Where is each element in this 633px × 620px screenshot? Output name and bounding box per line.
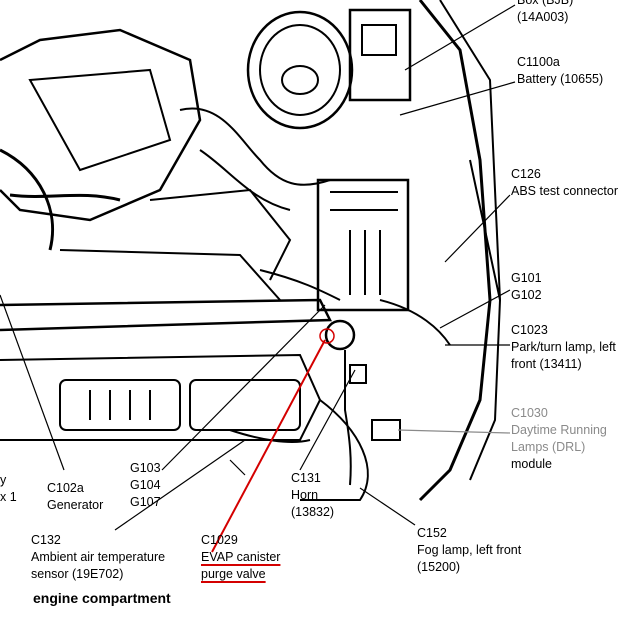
- c126-desc: ABS test connector: [511, 184, 619, 198]
- label-c1023: C1023 Park/turn lamp, left front (13411): [511, 322, 616, 373]
- engine-illustration: [0, 0, 502, 502]
- c132-desc1: Ambient air temperature: [31, 550, 166, 564]
- label-c126: C126 ABS test connector: [511, 166, 618, 200]
- left-partial-2: x 1: [0, 490, 17, 504]
- c1030-desc3: module: [511, 457, 552, 471]
- label-c102a: C102a Generator: [47, 480, 103, 514]
- label-c1100a: C1100a Battery (10655): [517, 54, 603, 88]
- label-g101-g102: G101 G102: [511, 270, 542, 304]
- g102: G102: [511, 288, 542, 302]
- label-g103-g107: G103 G104 G107: [130, 460, 161, 511]
- c1029-desc2: purge valve: [201, 567, 266, 581]
- c152-id: C152: [417, 526, 447, 540]
- drl-leader-line: [397, 429, 511, 434]
- label-c152: C152 Fog lamp, left front (15200): [417, 525, 521, 576]
- c131-part: (13832): [291, 505, 335, 519]
- c152-part: (15200): [417, 560, 461, 574]
- label-c131: C131 Horn (13832): [291, 470, 334, 521]
- c132-id: C132: [31, 533, 61, 547]
- evap-highlight-line: [211, 339, 326, 553]
- bjb-part: (14A003): [517, 10, 569, 24]
- c1030-desc2: Lamps (DRL): [511, 440, 586, 454]
- label-c1029: C1029 EVAP canister purge valve: [201, 532, 280, 583]
- label-left-partial: y x 1: [0, 472, 17, 506]
- evap-highlight-ring: [319, 328, 335, 344]
- label-c1030: C1030 Daytime Running Lamps (DRL) module: [511, 405, 607, 473]
- c1023-id: C1023: [511, 323, 548, 337]
- c1023-desc1: Park/turn lamp, left: [511, 340, 616, 354]
- c102a-id: C102a: [47, 481, 84, 495]
- c1029-desc1: EVAP canister: [201, 550, 281, 564]
- c1100a-desc: Battery (10655): [517, 72, 604, 86]
- bjb-name: Box (BJB): [517, 0, 574, 7]
- c131-desc: Horn: [291, 488, 319, 502]
- c126-id: C126: [511, 167, 541, 181]
- label-c132: C132 Ambient air temperature sensor (19E…: [31, 532, 165, 583]
- c152-desc: Fog lamp, left front: [417, 543, 522, 557]
- c131-id: C131: [291, 471, 321, 485]
- c1030-desc1: Daytime Running: [511, 423, 607, 437]
- c1023-desc2: front (13411): [511, 357, 582, 371]
- label-bjb: Box (BJB) (14A003): [517, 0, 573, 26]
- c132-desc2: sensor (19E702): [31, 567, 124, 581]
- g107: G107: [130, 495, 161, 509]
- c102a-desc: Generator: [47, 498, 104, 512]
- diagram-caption: engine compartment: [33, 590, 171, 606]
- g101: G101: [511, 271, 542, 285]
- c1030-id: C1030: [511, 406, 548, 420]
- g103: G103: [130, 461, 161, 475]
- left-partial-1: y: [0, 473, 7, 487]
- c1100a-id: C1100a: [517, 55, 560, 69]
- g104: G104: [130, 478, 161, 492]
- c1029-id: C1029: [201, 533, 238, 547]
- leader-lines: [0, 4, 516, 531]
